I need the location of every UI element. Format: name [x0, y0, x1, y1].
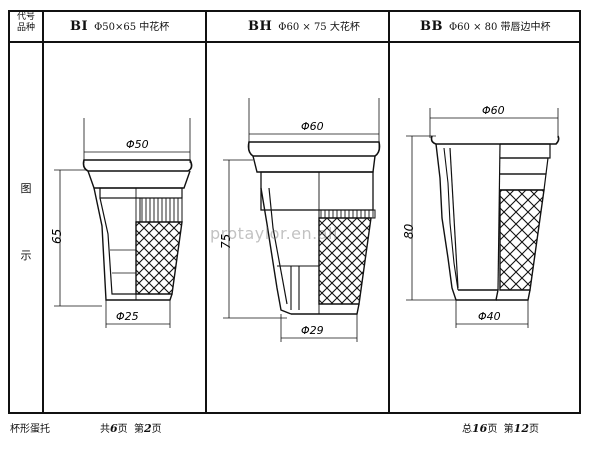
- cup-drawing-bh: Φ60 75 Φ29: [219, 98, 381, 342]
- product-code: BI: [70, 19, 89, 34]
- sheet-frame: [8, 10, 581, 414]
- dim-bottom-diameter: Φ25: [116, 310, 139, 323]
- dim-top-diameter: Φ50: [126, 138, 149, 151]
- divider-code-column: [42, 10, 44, 414]
- dim-top-diameter: Φ60: [482, 104, 505, 117]
- side-label-diagram-2: 示: [20, 249, 32, 262]
- dim-height: 75: [219, 234, 233, 249]
- dim-bottom-diameter: Φ40: [478, 310, 501, 323]
- product-spec: Φ50×65 中花杯: [94, 22, 170, 33]
- product-spec: Φ60 × 75 大花杯: [278, 22, 360, 33]
- footer-total-pages: 总16页 第12页: [462, 422, 539, 435]
- product-code: BB: [420, 19, 443, 34]
- product-header-bh: BH Φ60 × 75 大花杯: [248, 20, 360, 33]
- dim-height: 65: [50, 229, 64, 244]
- product-header-bb: BB Φ60 × 80 带唇边中杯: [420, 20, 551, 33]
- side-label-diagram-1: 图: [20, 182, 32, 195]
- footer-group-pages: 共6页 第2页: [100, 422, 162, 435]
- header-row-divider: [8, 41, 581, 43]
- cup-drawing-bi: Φ50 65 Φ25: [50, 118, 193, 328]
- divider-col-1: [205, 10, 207, 414]
- dim-height: 80: [402, 223, 416, 239]
- product-header-bi: BI Φ50×65 中花杯: [70, 20, 169, 33]
- dim-top-diameter: Φ60: [301, 120, 324, 133]
- code-column-header: 代号 品种: [9, 12, 43, 34]
- dim-bottom-diameter: Φ29: [301, 324, 324, 337]
- product-code: BH: [248, 19, 273, 34]
- code-label: 代号: [16, 12, 35, 22]
- watermark-text: protaylor.en.ali: [210, 224, 338, 243]
- variety-label: 品种: [16, 23, 35, 33]
- divider-col-2: [388, 10, 390, 414]
- product-spec: Φ60 × 80 带唇边中杯: [448, 22, 551, 33]
- cup-drawing-bb: Φ60 80 Φ40: [402, 104, 560, 328]
- footer-category: 杯形蛋托: [10, 424, 50, 435]
